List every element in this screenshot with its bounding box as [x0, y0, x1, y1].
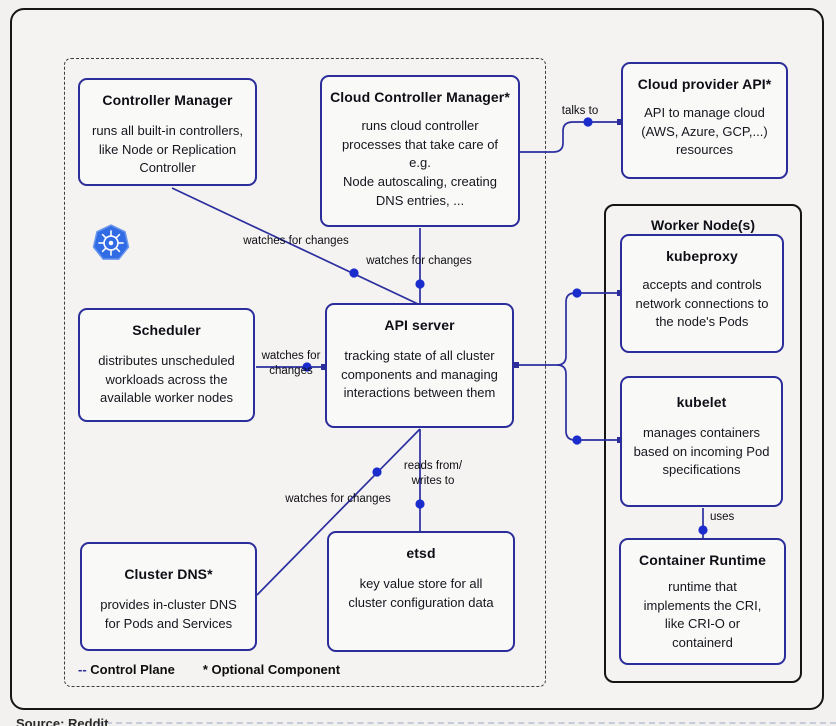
controller-manager-description: runs all built-in controllers, like Node…: [91, 123, 243, 176]
etsd-description: key value store for all cluster configur…: [348, 576, 494, 610]
edge-label-uses: uses: [710, 511, 735, 523]
bottom-dashed-line: [96, 722, 836, 724]
node-scheduler: Scheduler distributes unscheduled worklo…: [78, 308, 255, 422]
scheduler-title: Scheduler: [132, 322, 201, 338]
node-api-server: API server tracking state of all cluster…: [325, 303, 514, 428]
cloud-controller-manager-description: runs cloud controller processes that tak…: [341, 118, 499, 208]
edge-label-dns-watches: watches for changes: [285, 493, 391, 505]
legend-optional-component: * Optional Component: [202, 662, 341, 677]
kubeproxy-title: kubeproxy: [666, 248, 738, 264]
legend-dash-symbol: --: [78, 662, 87, 677]
api-server-title: API server: [384, 317, 455, 333]
cluster-dns-description: provides in-cluster DNS for Pods and Ser…: [100, 597, 237, 631]
cluster-dns-title: Cluster DNS*: [124, 566, 213, 582]
node-container-runtime: Container Runtime runtime that implement…: [619, 538, 786, 665]
cloud-provider-api-title: Cloud provider API*: [637, 76, 772, 92]
control-plane-boundary: [64, 58, 546, 687]
node-kubeproxy: kubeproxy accepts and controls network c…: [620, 234, 784, 353]
source-credit: Source: Reddit: [16, 716, 109, 726]
node-cloud-controller-manager: Cloud Controller Manager* runs cloud con…: [320, 75, 520, 227]
node-controller-manager: Controller Manager runs all built-in con…: [78, 78, 257, 186]
edge-label-reads-writes: reads from/ writes to: [403, 460, 463, 487]
kubelet-description: manages containers based on incoming Pod…: [633, 425, 770, 478]
node-etsd: etsd key value store for all cluster con…: [327, 531, 515, 652]
cloud-controller-manager-title: Cloud Controller Manager*: [330, 89, 510, 105]
node-kubelet: kubelet manages containers based on inco…: [620, 376, 783, 507]
node-cluster-dns: Cluster DNS* provides in-cluster DNS for…: [80, 542, 257, 651]
api-server-description: tracking state of all cluster components…: [341, 348, 498, 401]
kubeproxy-description: accepts and controls network connections…: [635, 277, 769, 330]
container-runtime-title: Container Runtime: [639, 552, 766, 568]
legend: -- Control Plane * Optional Component: [78, 662, 340, 677]
edge-label-scheduler-watches: watches for changes: [261, 350, 321, 377]
edge-label-ccm-watches: watches for changes: [366, 255, 472, 267]
node-cloud-provider-api: Cloud provider API* API to manage cloud …: [621, 62, 788, 179]
container-runtime-description: runtime that implements the CRI, like CR…: [643, 579, 762, 651]
legend-control-plane: -- Control Plane: [78, 662, 175, 677]
cloud-provider-api-description: API to manage cloud (AWS, Azure, GCP,...…: [641, 105, 768, 158]
controller-manager-title: Controller Manager: [102, 92, 233, 108]
worker-node-title: Worker Node(s): [651, 217, 755, 233]
kubernetes-logo-icon: [92, 224, 130, 260]
edge-label-cm-watches: watches for changes: [243, 235, 349, 247]
edge-label-talks-to: talks to: [561, 105, 599, 117]
scheduler-description: distributes unscheduled workloads across…: [98, 353, 235, 406]
etsd-title: etsd: [406, 545, 436, 561]
kubelet-title: kubelet: [676, 394, 727, 410]
